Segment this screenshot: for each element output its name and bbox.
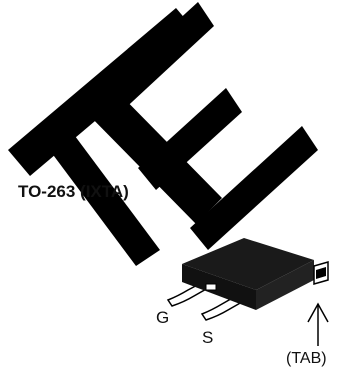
source-pin-label: S [202, 328, 214, 347]
watermark-logo [8, 2, 318, 266]
package-title: TO-263 (IXTA) [18, 182, 129, 201]
to263-package [166, 238, 329, 321]
source-lead [200, 295, 244, 321]
tab-pin-label: (TAB) [286, 350, 327, 367]
tab-arrow [307, 302, 329, 346]
gate-pin-label: G [156, 308, 170, 327]
